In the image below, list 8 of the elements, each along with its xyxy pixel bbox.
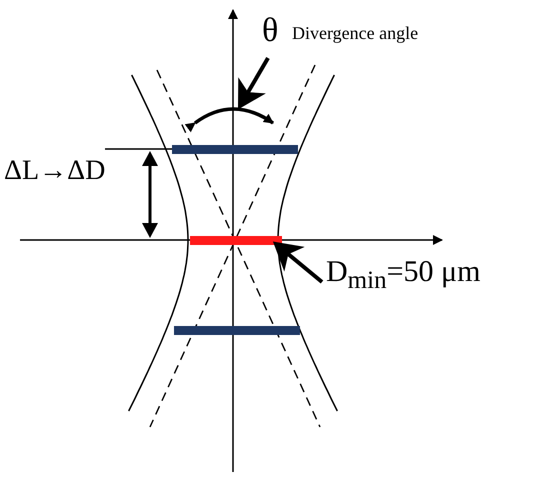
angle-symbol: θ (262, 12, 278, 50)
change-label: ΔL→ΔD (4, 156, 106, 187)
diameter-annotation: D$_{min}$=50 μm (326, 255, 480, 288)
beam-waist-bar (190, 236, 282, 245)
divergence-angle-arc (184, 107, 274, 132)
leader-arrow (272, 241, 324, 284)
annotation-text: Divergence angle (292, 24, 418, 44)
leader-arrow (238, 57, 270, 110)
